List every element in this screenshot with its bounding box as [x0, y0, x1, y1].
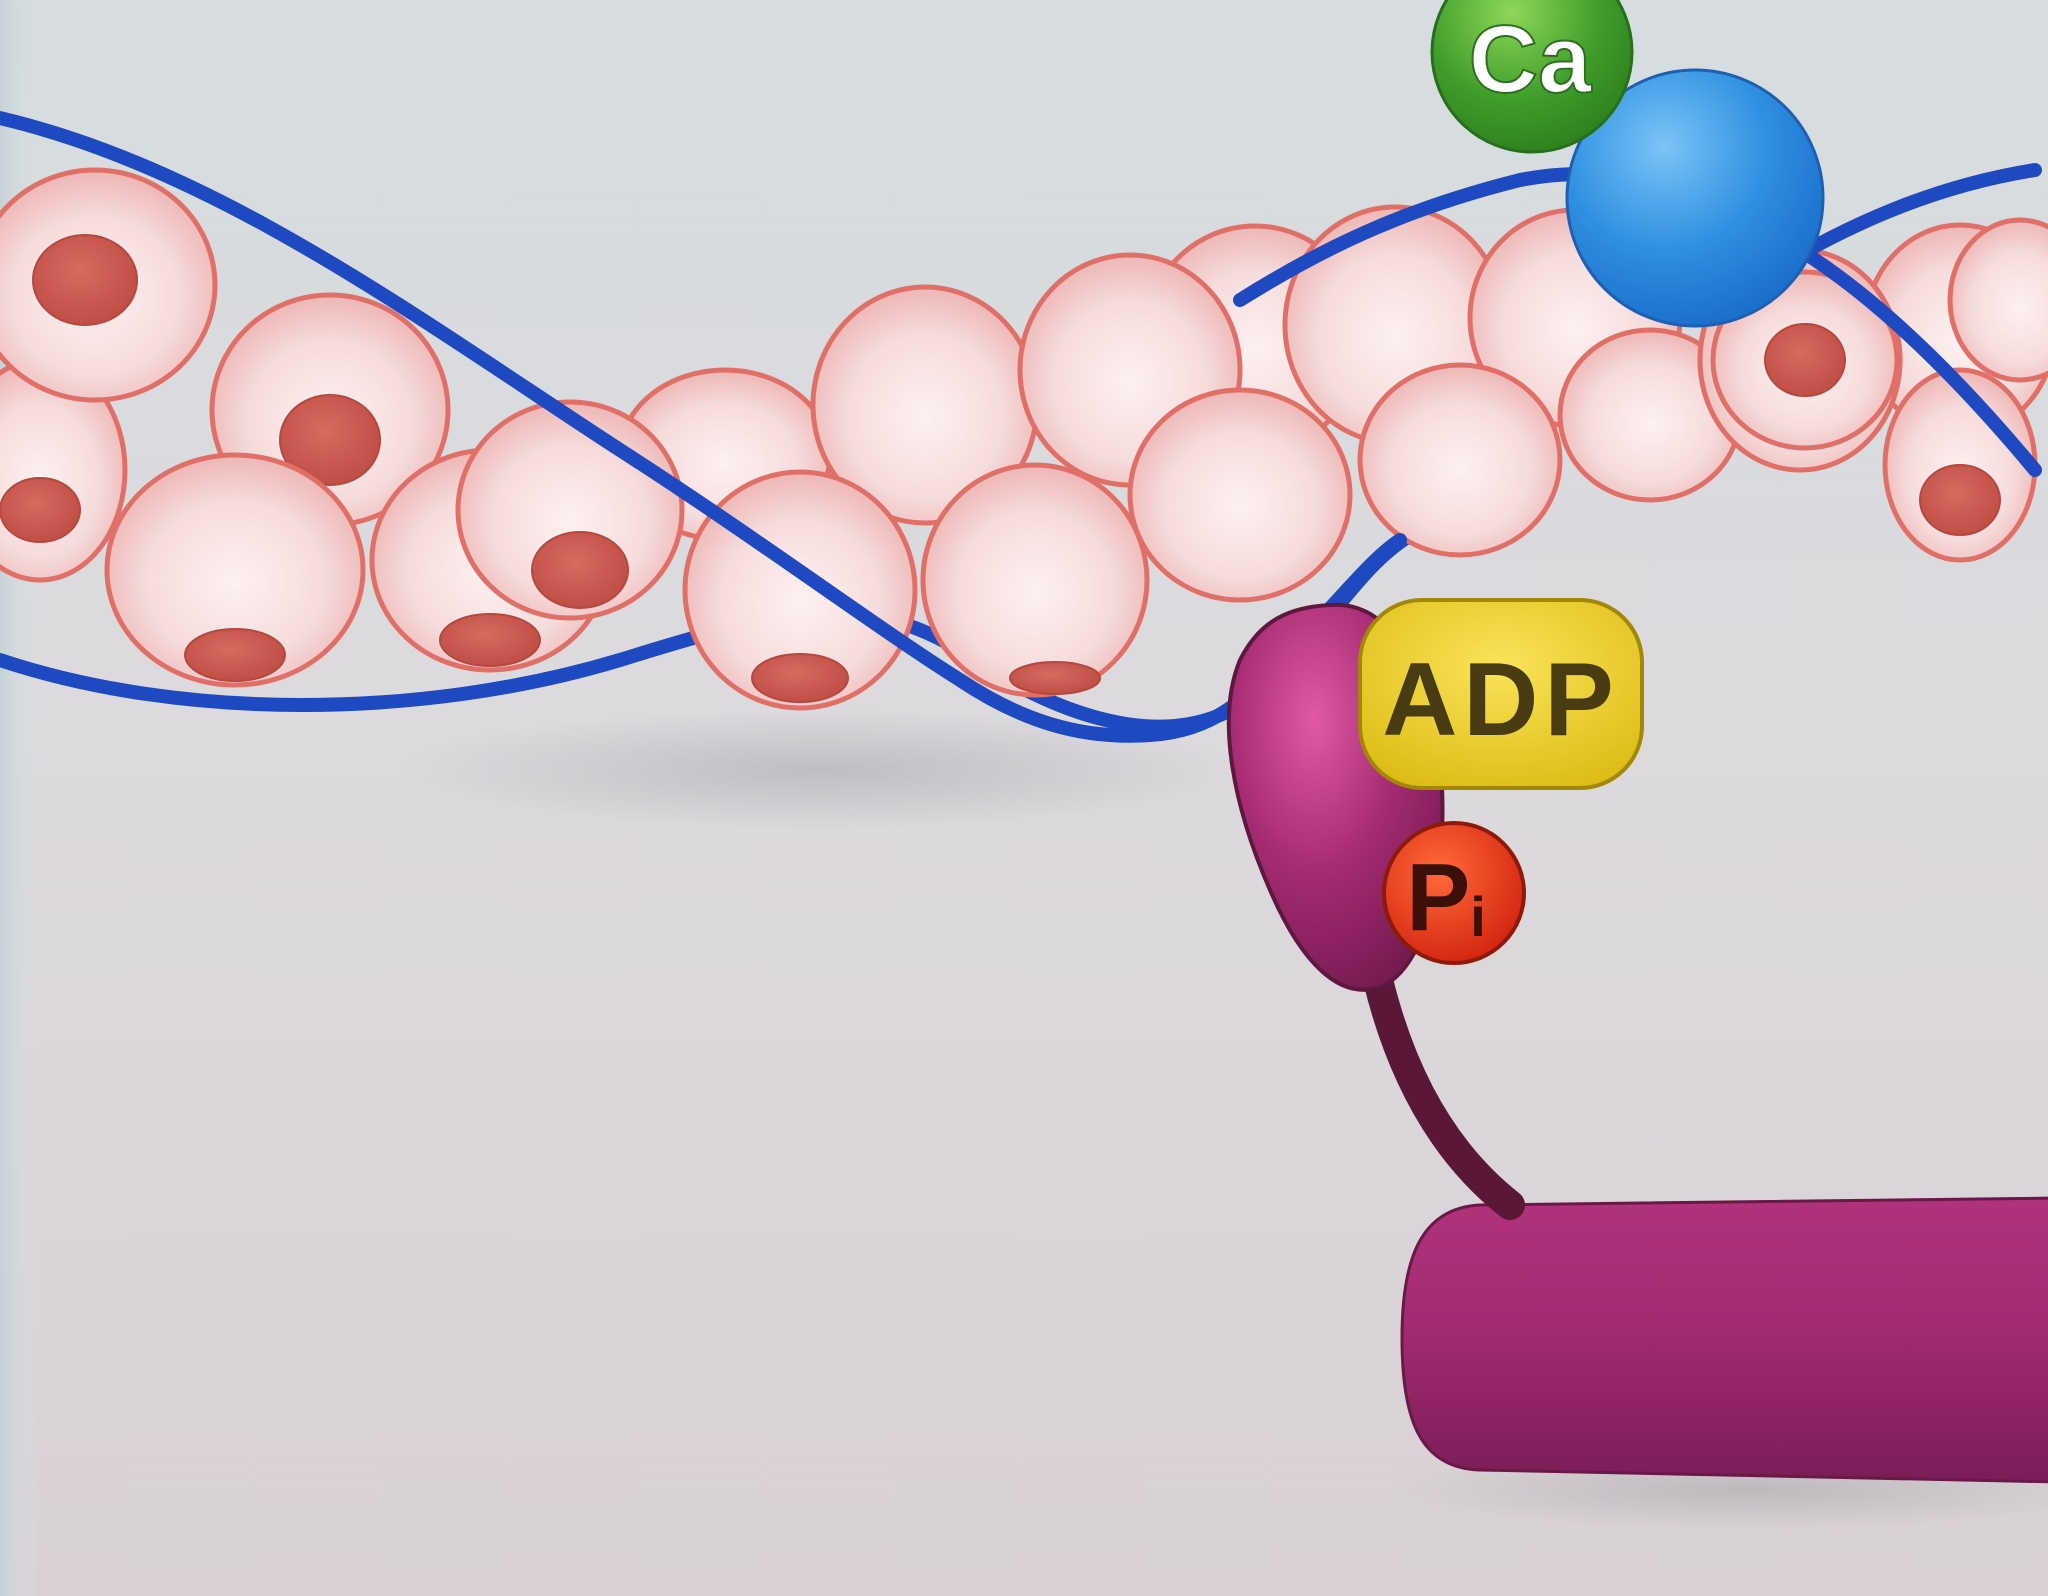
actin-monomer-icon: [920, 462, 1150, 698]
myosin-binding-site-icon: [1009, 661, 1101, 695]
actin-filament: [0, 167, 2048, 711]
phosphate-ball-icon: [1382, 821, 1526, 965]
myosin-binding-site-icon: [531, 531, 629, 609]
myosin-tail-rod: [1400, 1196, 2048, 1484]
tropomyosin-strand-right-lower: [1793, 243, 2042, 477]
phosphate-label-main: P: [1406, 844, 1470, 951]
phosphate-molecule: Pi: [1382, 821, 1526, 965]
myosin-binding-site-icon: [279, 394, 381, 486]
calcium-label: Ca: [1469, 6, 1592, 113]
myosin-binding-site-icon: [0, 477, 81, 543]
myosin-binding-site-icon: [1919, 464, 2001, 536]
actin-monomer-icon: [1947, 217, 2048, 383]
actin-monomer-icon: [1127, 387, 1353, 603]
actin-monomer-icon: [104, 452, 366, 688]
troponin-complex: Ca: [1430, 0, 1825, 328]
myosin-binding-site-icon: [751, 653, 849, 703]
myosin-binding-site-icon: [184, 628, 286, 682]
phosphate-label-sub: i: [1470, 885, 1486, 948]
myosin-binding-site-icon: [32, 234, 138, 326]
troponin-sphere-icon: [1565, 68, 1825, 328]
tropomyosin-strand-right: [1783, 163, 2042, 267]
filament-shadow: [400, 710, 1240, 830]
adp-label: ADP: [1382, 642, 1620, 758]
calcium-ion-icon: [1430, 0, 1634, 154]
phosphate-label: Pi: [1406, 844, 1486, 951]
myosin-neck: [1363, 965, 1525, 1220]
adp-pill-icon: [1358, 598, 1644, 790]
myosin-binding-site-icon: [439, 613, 541, 667]
myosin-thick-filament: [1400, 1196, 2048, 1484]
myosin-binding-site-icon: [1764, 323, 1846, 397]
actin-monomer-icon: [1357, 362, 1563, 558]
adp-molecule: ADP: [1358, 598, 1644, 790]
